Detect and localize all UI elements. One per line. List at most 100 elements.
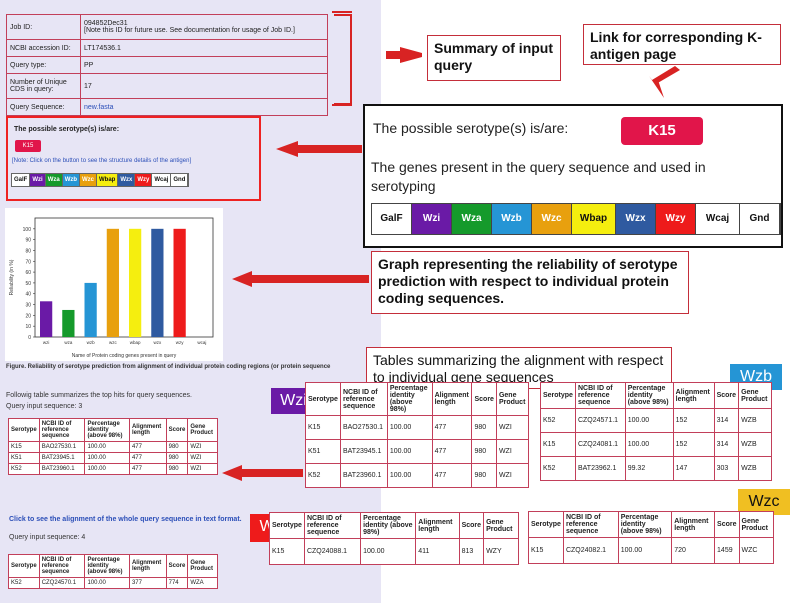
genes-description: The genes present in the query sequence … bbox=[371, 159, 706, 194]
gene-wza: Wza bbox=[45, 174, 63, 186]
column-header: Gene Product bbox=[483, 512, 519, 539]
figure-caption: Figure. Reliability of serotype predicti… bbox=[6, 364, 331, 370]
x-axis-label: Name of Protein coding genes present in … bbox=[72, 353, 177, 359]
table-cell: 100.00 bbox=[386, 439, 433, 464]
column-header: NCBI ID of reference sequence bbox=[339, 382, 388, 416]
y-tick-label: 40 bbox=[25, 292, 31, 298]
table-cell: WZI bbox=[187, 463, 218, 475]
column-header: Alignment length bbox=[415, 512, 460, 539]
bar-wzy bbox=[173, 228, 186, 337]
x-tick-label: wzc bbox=[109, 340, 117, 345]
table-cell: WZI bbox=[495, 415, 530, 440]
column-header: Percentage identity (above 98%) bbox=[617, 511, 673, 538]
following-text: Followig table summarizes the top hits f… bbox=[6, 392, 192, 399]
y-tick-label: 60 bbox=[25, 270, 31, 276]
column-header: Serotype bbox=[8, 554, 40, 578]
bar-wzb bbox=[84, 282, 97, 337]
bar-wza bbox=[62, 309, 75, 337]
bar-wzx bbox=[151, 228, 164, 337]
table-cell: CZQ24082.1 bbox=[562, 537, 619, 564]
table-cell: K51 bbox=[305, 439, 341, 464]
x-tick-label: wbap bbox=[130, 340, 141, 345]
table-cell: 147 bbox=[672, 456, 715, 481]
k15-button-zoom[interactable]: K15 bbox=[621, 117, 703, 145]
y-tick-label: 80 bbox=[25, 248, 31, 254]
column-header: Serotype bbox=[528, 511, 564, 538]
link-arrow bbox=[649, 66, 680, 98]
column-header: Score bbox=[471, 382, 497, 416]
table-cell: 100.00 bbox=[84, 577, 130, 589]
column-header: Alignment length bbox=[671, 511, 716, 538]
x-tick-label: wza bbox=[64, 340, 72, 345]
x-tick-label: wcaj bbox=[197, 340, 206, 345]
serotype-title: The possible serotype(s) is/are: bbox=[14, 126, 120, 133]
column-header: Gene Product bbox=[187, 554, 218, 578]
table-cell: 99.32 bbox=[624, 456, 674, 481]
y-tick-label: 90 bbox=[25, 238, 31, 244]
gene-wzx: Wzx bbox=[118, 174, 136, 186]
table-cell: BAT23960.1 bbox=[339, 463, 388, 488]
table-cell: 980 bbox=[471, 439, 497, 464]
job-id-value: 094852Dec31 bbox=[84, 20, 128, 27]
table-cell: 377 bbox=[128, 577, 167, 589]
gene-wcaj: Wcaj bbox=[152, 174, 172, 186]
table-cell: 100.00 bbox=[360, 538, 417, 565]
gene-galf: GalF bbox=[12, 174, 31, 186]
gene-wzi: Wzi bbox=[30, 174, 46, 186]
summary-table: Job ID: 094852Dec31[Note this ID for fut… bbox=[6, 14, 328, 116]
serotype-zoom-title: The possible serotype(s) is/are: bbox=[373, 120, 569, 136]
column-header: Alignment length bbox=[431, 382, 473, 416]
column-header: NCBI ID of reference sequence bbox=[562, 511, 619, 538]
y-tick-label: 10 bbox=[25, 324, 31, 330]
bar-wzc bbox=[106, 228, 119, 337]
column-header: NCBI ID of reference sequence bbox=[574, 382, 626, 409]
gene-galf: GalF bbox=[372, 204, 412, 234]
gene-wzb: Wzb bbox=[492, 204, 532, 234]
gene-wbap: Wbap bbox=[572, 204, 616, 234]
column-header: Score bbox=[458, 512, 485, 539]
table-cell: BAT23945.1 bbox=[339, 439, 388, 464]
table-cell: 100.00 bbox=[386, 415, 433, 440]
gene-gnd: Gnd bbox=[171, 174, 189, 186]
summary-row-job: Job ID: 094852Dec31[Note this ID for fut… bbox=[6, 14, 328, 40]
job-id-note: [Note this ID for future use. See docume… bbox=[84, 27, 295, 34]
table-cell: 152 bbox=[672, 408, 715, 433]
query-sequence-link[interactable]: new.fasta bbox=[84, 103, 114, 111]
table-arrow bbox=[222, 465, 303, 481]
table-cell: K15 bbox=[540, 432, 576, 457]
table-cell: 411 bbox=[415, 538, 460, 565]
gene-wzc: Wzc bbox=[80, 174, 98, 186]
x-tick-label: wzx bbox=[154, 340, 162, 345]
column-header: NCBI ID of reference sequence bbox=[303, 512, 362, 539]
table-cell: WZB bbox=[738, 432, 772, 457]
table-cell: 477 bbox=[431, 415, 473, 440]
text-alignment-link[interactable]: Click to see the alignment of the whole … bbox=[9, 516, 242, 523]
query-4-label: Query input sequence: 4 bbox=[9, 534, 86, 541]
k15-button[interactable]: K15 bbox=[15, 140, 41, 152]
column-header: Alignment length bbox=[672, 382, 715, 409]
gene-wzy: Wzy bbox=[656, 204, 696, 234]
y-axis-label: Reliability (in %) bbox=[9, 259, 15, 295]
link-callout: Link for corresponding K-antigen page bbox=[583, 24, 781, 65]
table-cell: BAO27530.1 bbox=[339, 415, 388, 440]
table-cell: 100.00 bbox=[624, 432, 674, 457]
graph-callout: Graph representing the reliability of se… bbox=[371, 251, 689, 314]
x-tick-label: wzy bbox=[176, 340, 184, 345]
summary-callout: Summary of input query bbox=[427, 35, 561, 81]
serotype-zoom-box: The possible serotype(s) is/are: K15 The… bbox=[363, 104, 783, 248]
table-cell: K52 bbox=[540, 456, 576, 481]
